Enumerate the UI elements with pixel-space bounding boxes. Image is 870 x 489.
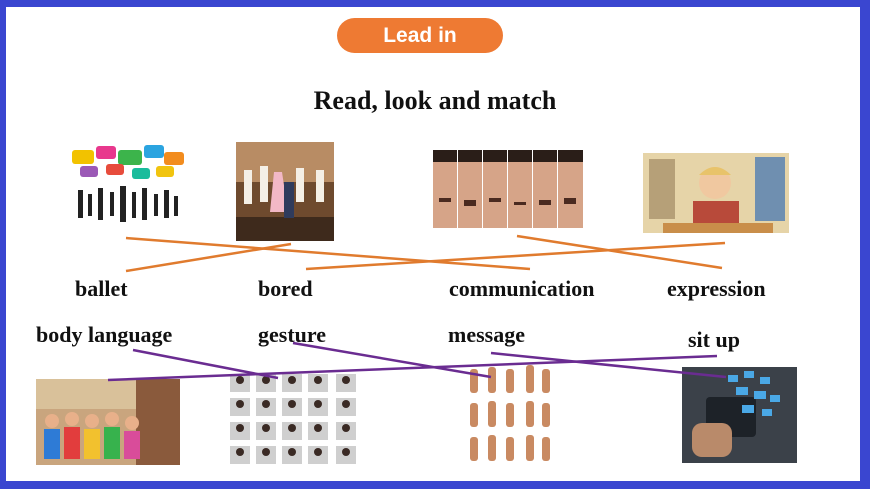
line-sit-up-match	[107, 354, 718, 382]
lead-in-badge: Lead in	[337, 18, 503, 53]
frame-border-right	[860, 0, 870, 489]
word-ballet: ballet	[75, 276, 128, 301]
communication-image	[66, 144, 186, 232]
line-message-match	[490, 351, 727, 379]
word-communication: communication	[449, 276, 595, 301]
expression-faces-image	[433, 150, 583, 228]
line-communication-match	[125, 236, 531, 271]
word-sit-up: sit up	[688, 327, 740, 352]
frame-border-top	[0, 0, 870, 7]
gesture-grid-image	[228, 372, 362, 468]
line-gesture-match	[292, 341, 492, 379]
bored-boy-image	[643, 153, 789, 233]
frame-border-left	[0, 0, 6, 489]
ballet-image	[236, 142, 334, 241]
word-gesture: gesture	[258, 322, 327, 347]
sit-up-classroom-image	[36, 379, 180, 465]
word-bored: bored	[258, 276, 313, 301]
frame-border-bottom	[0, 481, 870, 489]
word-message: message	[448, 322, 525, 347]
line-expression-match	[516, 234, 723, 270]
line-bored-match	[305, 241, 726, 271]
hand-gestures-image	[464, 363, 554, 467]
slide-title: Read, look and match	[313, 86, 557, 115]
word-expression: expression	[667, 276, 766, 301]
message-phone-image	[682, 367, 797, 463]
word-body-language: body language	[36, 322, 173, 347]
